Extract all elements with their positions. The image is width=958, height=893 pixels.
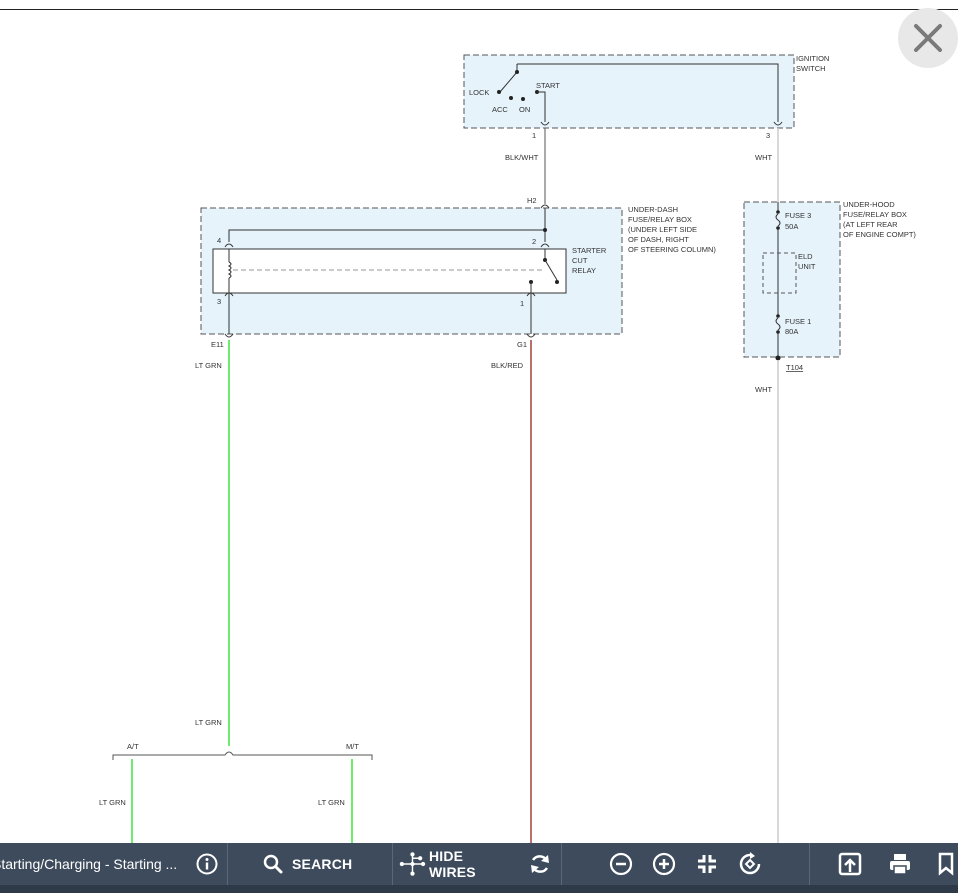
pin-2-label: 2 [532,237,536,246]
zoom-out-icon [609,852,633,876]
ignition-switch-label-1: IGNITION [796,54,829,63]
under-hood-box-label-1: UNDER-HOOD [843,200,895,209]
e11-connector-label: E11 [211,340,224,349]
pin-4-label: 4 [217,236,221,245]
at-mt-branch [112,751,373,760]
starter-cut-relay-label-2: CUT [572,256,588,265]
print-icon [890,854,910,875]
starter-cut-relay-label-3: RELAY [572,266,596,275]
top-border [0,9,958,10]
starter-cut-relay-label-1: STARTER [572,246,607,255]
lt-grn-label-at: LT GRN [99,798,126,807]
wht-label-bottom: WHT [755,385,772,394]
under-hood-box-label-2: FUSE/RELAY BOX [843,210,907,219]
hide-wires-button[interactable]: HIDE WIRES [399,843,511,885]
under-hood-box-label-3: (AT LEFT REAR [843,220,898,229]
ignition-pin-1: 1 [532,131,536,140]
fuse-1-label: FUSE 1 [785,317,811,326]
h2-connector-label: H2 [527,196,537,205]
hide-wires-icon [399,852,426,876]
diagram-title: Starting/Charging - Starting ... [0,856,178,872]
ignition-switch[interactable]: IGNITION SWITCH LOCK ACC ON START [463,54,829,129]
acc-label: ACC [492,105,508,114]
fuse-3-label: FUSE 3 [785,211,811,220]
g1-connector-label: G1 [517,340,527,349]
t104-label[interactable]: T104 [786,363,803,372]
lt-grn-label-upper: LT GRN [195,361,222,370]
reset-view-button[interactable] [736,843,764,885]
refresh-icon [531,855,549,873]
under-dash-fuse-relay-box[interactable] [200,204,623,338]
toolbar-separator [392,843,393,885]
eld-label-2: UNIT [798,262,816,271]
under-dash-box-label-3: (UNDER LEFT SIDE [628,225,697,234]
eld-label-1: ELD [798,252,813,261]
blk-red-label: BLK/RED [491,361,524,370]
under-hood-box-label-4: OF ENGINE COMPT) [843,230,916,239]
pin-1-label: 1 [520,299,524,308]
bookmark-button[interactable] [936,843,958,885]
start-label: START [536,81,560,90]
fit-screen-button[interactable] [693,843,721,885]
lt-grn-label-lower: LT GRN [195,718,222,727]
toolbar-bottom-strip [0,885,958,893]
wht-label-top: WHT [755,153,772,162]
fuse-1-rating: 80A [785,327,798,336]
lock-label: LOCK [469,88,489,97]
toolbar-separator [809,843,810,885]
share-button[interactable] [836,843,864,885]
reset-view-icon [739,852,761,875]
info-button[interactable] [192,843,222,885]
wiring-diagram: IGNITION SWITCH LOCK ACC ON START 1 3 BL… [99,54,916,843]
refresh-button[interactable] [526,843,554,885]
search-button[interactable]: SEARCH [262,843,362,885]
close-button[interactable] [898,8,958,68]
hide-wires-label: HIDE WIRES [428,848,476,880]
close-icon [914,24,942,52]
search-label: SEARCH [292,856,353,872]
at-label: A/T [127,742,139,751]
search-icon [263,854,283,874]
zoom-in-icon [652,852,676,876]
lt-grn-label-mt: LT GRN [318,798,345,807]
pin-3-label: 3 [217,297,221,306]
under-hood-fuse-relay-box[interactable] [743,201,841,361]
print-button[interactable] [886,843,914,885]
bottom-toolbar: Starting/Charging - Starting ... SEARCH [0,843,958,893]
toolbar-separator [227,843,228,885]
bookmark-icon [938,852,954,876]
share-icon [838,852,862,876]
fit-screen-icon [698,855,716,873]
under-dash-box-label-1: UNDER-DASH [628,205,678,214]
info-icon [196,853,218,875]
under-dash-box-label-5: OF STEERING COLUMN) [628,245,716,254]
under-dash-box-label-2: FUSE/RELAY BOX [628,215,692,224]
toolbar-separator [561,843,562,885]
mt-label: M/T [346,742,359,751]
fuse-3-rating: 50A [785,222,798,231]
under-dash-box-label-4: OF DASH, RIGHT [628,235,689,244]
zoom-in-button[interactable] [650,843,678,885]
blk-wht-label: BLK/WHT [505,153,539,162]
on-label: ON [519,105,530,114]
ignition-switch-label-2: SWITCH [796,64,826,73]
zoom-out-button[interactable] [607,843,635,885]
ignition-pin-3: 3 [766,131,770,140]
